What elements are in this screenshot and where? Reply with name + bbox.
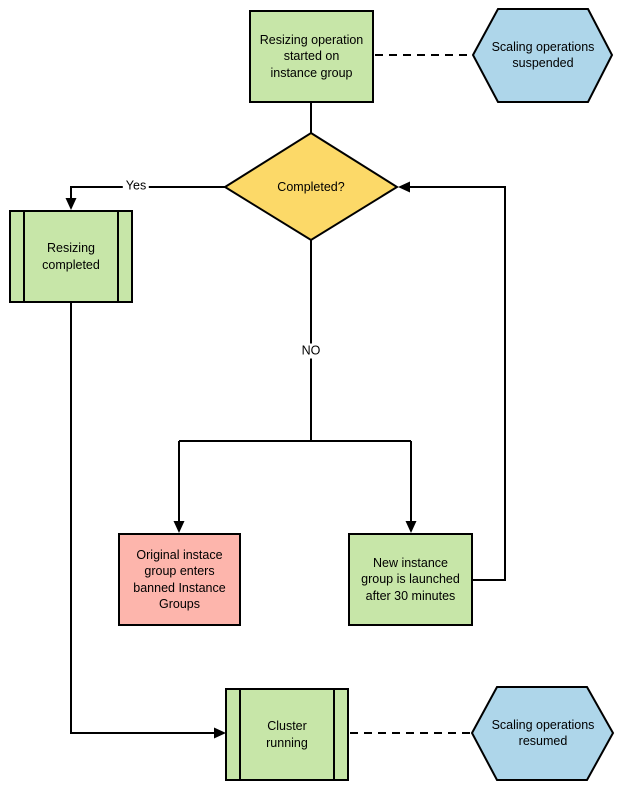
- node-resizing-completed: Resizing completed: [9, 210, 133, 303]
- edge-new-group-to-decision: [409, 186, 506, 581]
- node-new-instance-group: New instance group is launched after 30 …: [348, 533, 473, 626]
- edge-label-yes: Yes: [122, 178, 150, 194]
- arrowheads: [65, 181, 417, 739]
- arrowhead-into-decision: [398, 181, 410, 193]
- predefined-process-bar: [239, 690, 241, 779]
- edge-label-no: NO: [298, 343, 324, 359]
- arrowhead-into-resizing-completed: [65, 198, 77, 210]
- node-resizing-started-label: Resizing operation started on instance g…: [259, 32, 364, 80]
- node-cluster-running: Cluster running: [225, 688, 349, 781]
- node-banned-instance-groups: Original instace group enters banned Ins…: [118, 533, 241, 626]
- edges: [70, 54, 506, 734]
- hexagon-scaling-resumed-shape: [470, 686, 615, 781]
- edge-decision-yes: [70, 186, 225, 200]
- predefined-process-bar: [117, 212, 119, 301]
- node-resizing-started: Resizing operation started on instance g…: [249, 10, 374, 103]
- node-new-instance-group-label: New instance group is launched after 30 …: [361, 555, 460, 603]
- predefined-process-bar: [333, 690, 335, 779]
- node-cluster-running-label: Cluster running: [266, 719, 308, 750]
- hexagon-scaling-suspended-shape: [471, 8, 614, 103]
- predefined-process-bar: [23, 212, 25, 301]
- node-resizing-completed-label: Resizing completed: [42, 241, 100, 272]
- arrowhead-into-cluster-running: [214, 727, 226, 739]
- arrowhead-into-new-group: [405, 521, 417, 533]
- edge-completed-to-cluster: [70, 303, 214, 734]
- node-banned-instance-groups-label: Original instace group enters banned Ins…: [133, 547, 226, 612]
- arrowhead-into-banned: [173, 521, 185, 533]
- decision-diamond-shape: [223, 131, 399, 242]
